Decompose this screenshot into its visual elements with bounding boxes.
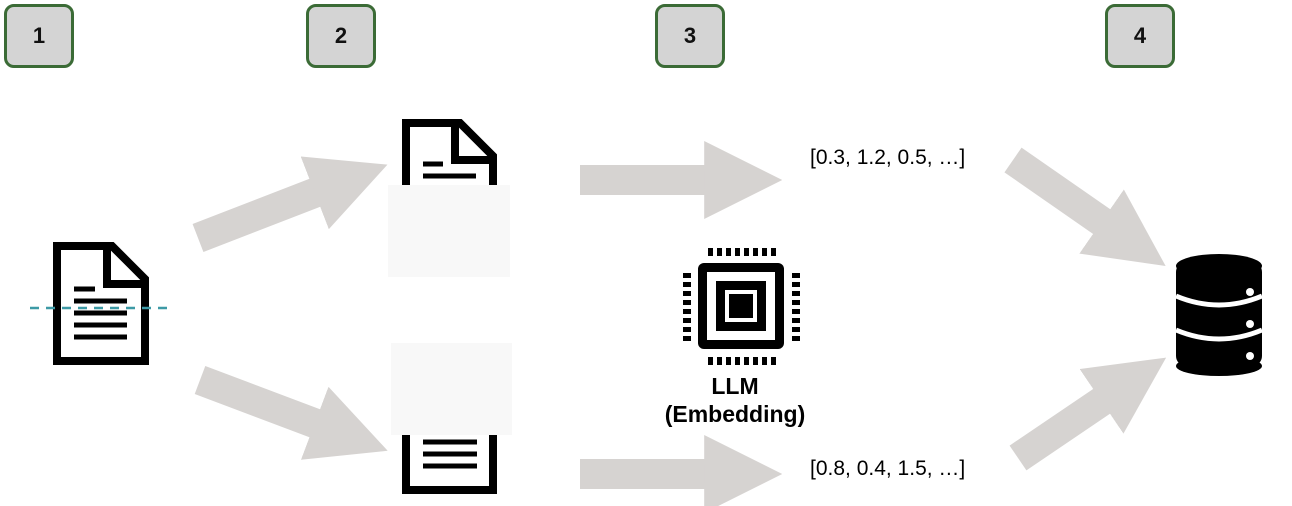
llm-label: LLM bbox=[711, 373, 759, 399]
chip-pin bbox=[683, 336, 691, 341]
chunk-mask-bottom bbox=[391, 343, 512, 435]
chip-pin bbox=[792, 309, 800, 314]
step-badge-1: 1 bbox=[4, 4, 74, 68]
database-icon bbox=[1175, 254, 1263, 376]
arrow-doc-to-chunk-top bbox=[192, 156, 388, 252]
chip-pin bbox=[717, 357, 722, 365]
chip-pin bbox=[792, 282, 800, 287]
chip-pin bbox=[744, 357, 749, 365]
chip-pin bbox=[753, 248, 758, 256]
arrow-doc-to-chunk-bottom bbox=[194, 365, 388, 460]
step-badge-3: 3 bbox=[655, 4, 725, 68]
chip-pin bbox=[792, 300, 800, 305]
chip-pin bbox=[683, 300, 691, 305]
arrow-vector-top-to-db bbox=[1004, 147, 1166, 267]
chip-pin bbox=[735, 248, 740, 256]
chip-pin bbox=[744, 248, 749, 256]
embedding-label: (Embedding) bbox=[664, 401, 806, 427]
chip-pin bbox=[792, 336, 800, 341]
document-chunk-bottom bbox=[391, 343, 512, 494]
chunk-mask-top bbox=[388, 185, 510, 277]
chip-pin bbox=[735, 357, 740, 365]
chip-pin bbox=[708, 248, 713, 256]
vector-output-top: [0.3, 1.2, 0.5, …] bbox=[810, 146, 966, 169]
arrow-vector-bottom-to-db bbox=[1009, 357, 1167, 471]
chip-pin bbox=[762, 357, 767, 365]
chip-pin bbox=[771, 248, 776, 256]
chip-pin bbox=[792, 291, 800, 296]
step-badge-4: 4 bbox=[1105, 4, 1175, 68]
chip-pin bbox=[771, 357, 776, 365]
chip-pin bbox=[717, 248, 722, 256]
chip-icon bbox=[683, 248, 800, 365]
chip-pin bbox=[726, 357, 731, 365]
chip-pin bbox=[683, 273, 691, 278]
chip-pin bbox=[792, 273, 800, 278]
document-icon bbox=[53, 242, 149, 365]
chip-pin bbox=[683, 327, 691, 332]
chip-pin bbox=[762, 248, 767, 256]
chip-pin bbox=[726, 248, 731, 256]
chip-pin bbox=[753, 357, 758, 365]
document-chunk-top bbox=[388, 119, 510, 277]
chip-pin bbox=[683, 291, 691, 296]
chip-pin bbox=[792, 327, 800, 332]
chip-pin bbox=[683, 309, 691, 314]
chip-pin bbox=[683, 318, 691, 323]
chip-pin bbox=[708, 357, 713, 365]
chip-pin bbox=[683, 282, 691, 287]
chip-pin bbox=[792, 318, 800, 323]
vector-output-bottom: [0.8, 0.4, 1.5, …] bbox=[810, 457, 966, 480]
step-badge-2: 2 bbox=[306, 4, 376, 68]
llm-embedding-label: LLM (Embedding) bbox=[630, 372, 840, 428]
